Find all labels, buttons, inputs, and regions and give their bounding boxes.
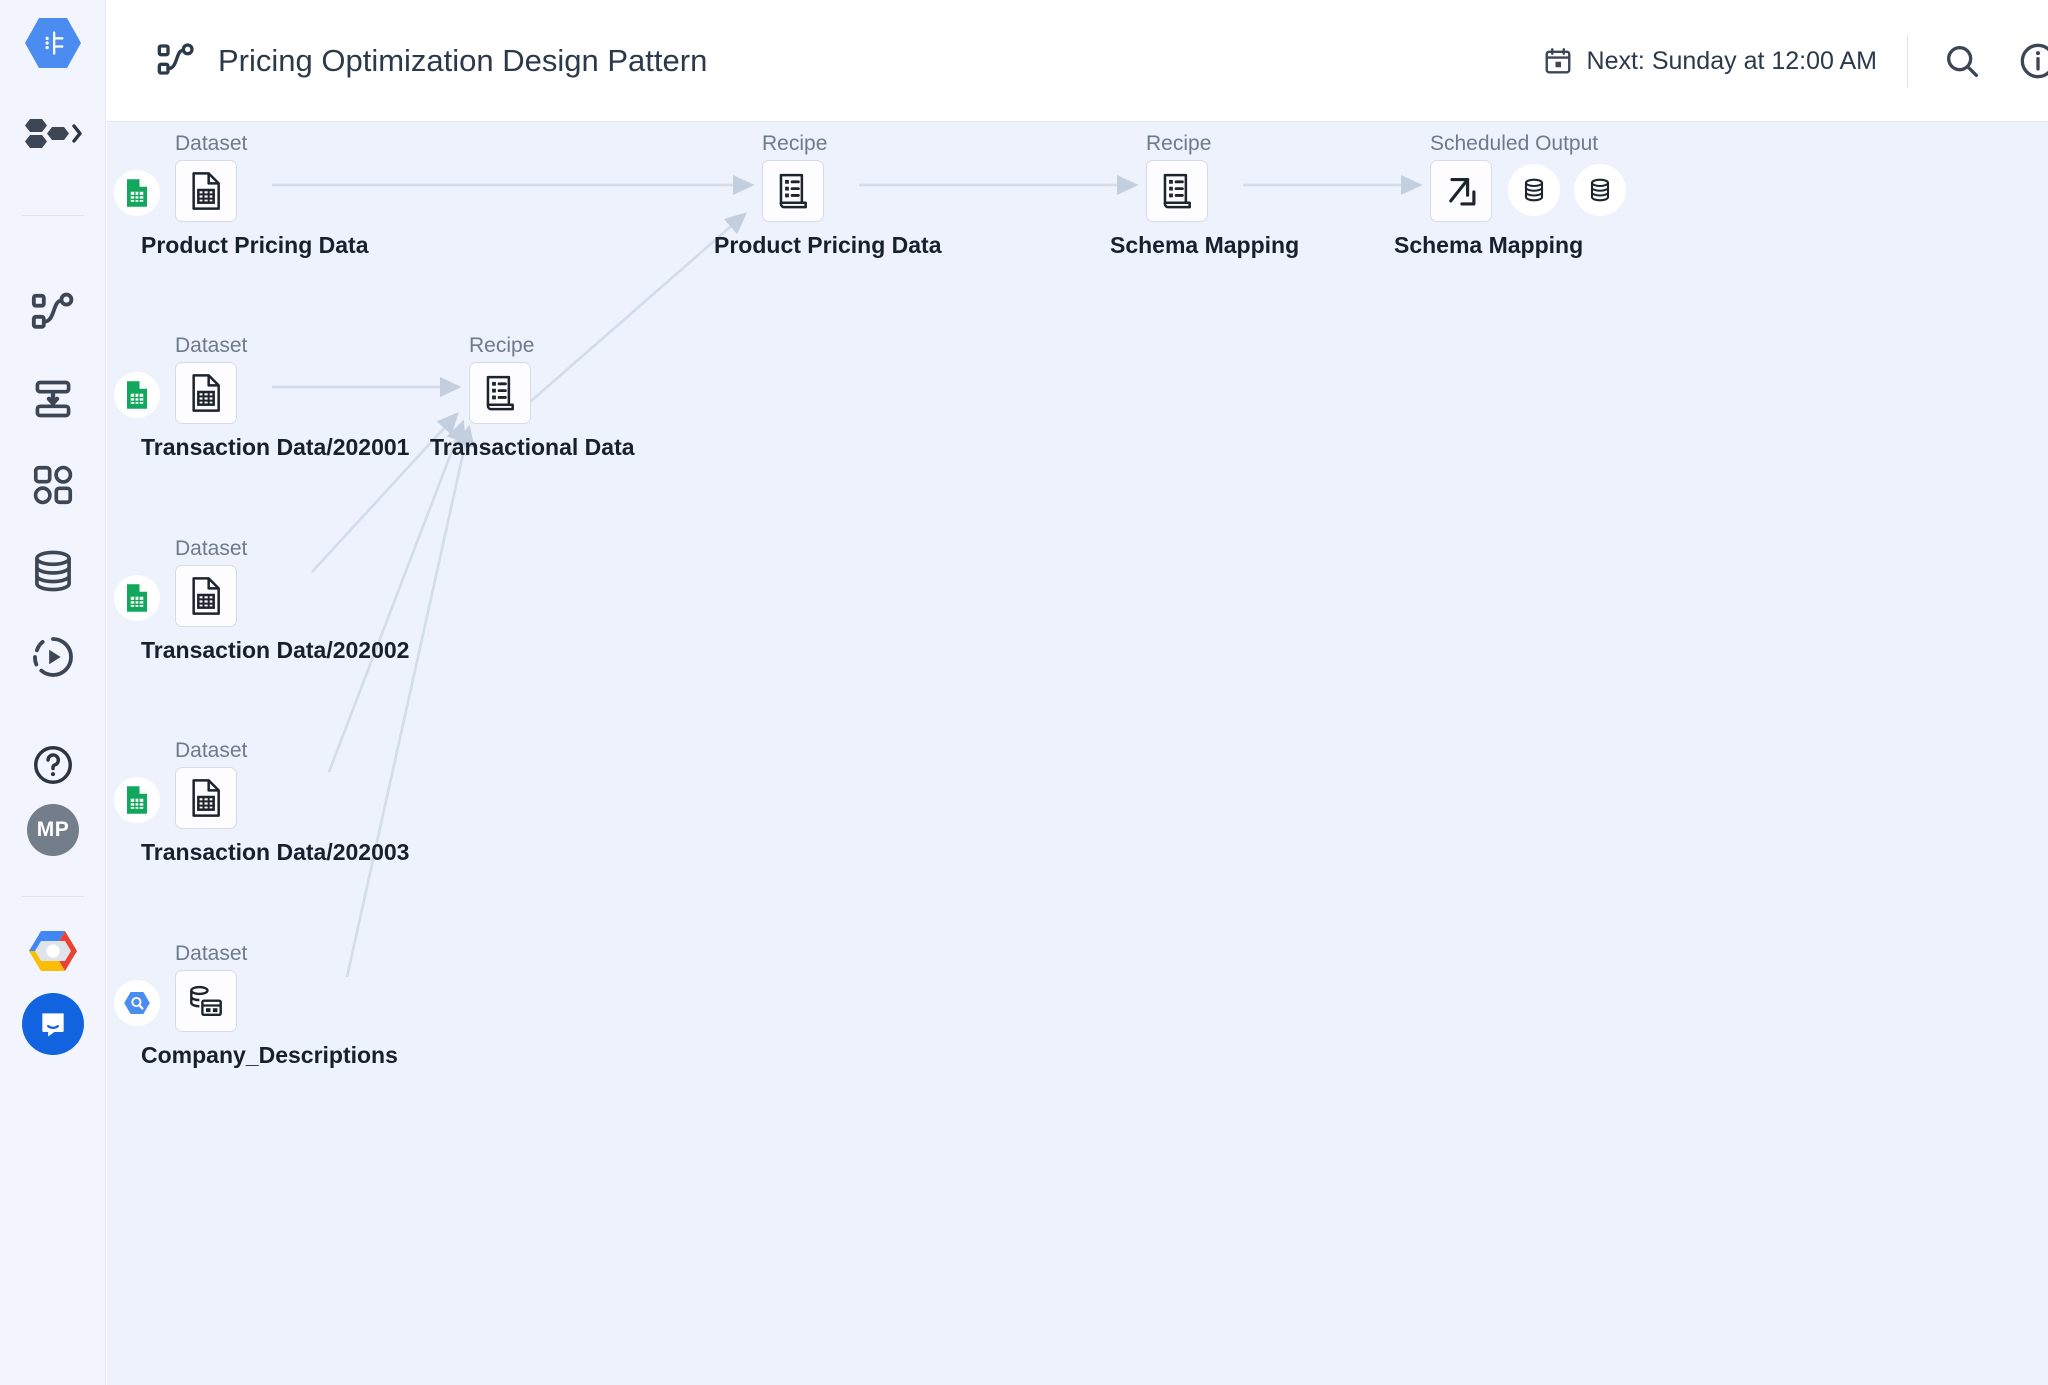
node-kind-label: Scheduled Output: [1430, 132, 1599, 155]
header-separator: [1907, 35, 1908, 87]
left-sidebar: MP: [0, 0, 106, 1385]
dataset-node-box[interactable]: [175, 160, 237, 222]
avatar: MP: [27, 804, 79, 856]
grid-shapes-icon: [33, 465, 73, 505]
sidebar-divider-bottom: [22, 896, 84, 897]
info-button[interactable]: [2014, 37, 2048, 85]
file-table-icon: [192, 172, 220, 210]
sidebar-item-help[interactable]: [0, 737, 106, 793]
recipe-node-box[interactable]: [1146, 160, 1208, 222]
node-label: Transaction Data/202001: [141, 434, 410, 460]
edge: [311, 412, 459, 573]
output-db-circle-2[interactable]: [1574, 164, 1626, 216]
green-sheet-glyph: [127, 584, 147, 612]
recipe-list-icon: [779, 173, 807, 209]
header-left: Pricing Optimization Design Pattern: [156, 41, 707, 81]
node-kind-label: Recipe: [762, 132, 828, 155]
node-kind-label: Recipe: [469, 334, 535, 357]
node-label: Product Pricing Data: [141, 232, 369, 258]
sidebar-item-datasets[interactable]: [0, 543, 106, 599]
dataiku-logo-button[interactable]: [0, 16, 106, 70]
recipe-list-icon: [486, 375, 514, 411]
search-button[interactable]: [1938, 37, 1986, 85]
node-kind-label: Recipe: [1146, 132, 1212, 155]
flow-graph-icon: [157, 42, 194, 75]
edge: [506, 212, 747, 423]
stack-arrow-icon: [35, 380, 71, 418]
dataset-node-box[interactable]: [175, 970, 237, 1032]
node-label: Transactional Data: [430, 434, 635, 460]
sidebar-item-jobs[interactable]: [0, 371, 106, 427]
green-sheet-icon: [114, 575, 160, 621]
schedule-status[interactable]: Next: Sunday at 12:00 AM: [1543, 46, 1877, 76]
green-sheet-icon: [114, 777, 160, 823]
bigquery-hex-glyph: [124, 992, 150, 1014]
sidebar-item-dashboards[interactable]: [0, 457, 106, 513]
dataset-node-box[interactable]: [175, 362, 237, 424]
avatar-button[interactable]: MP: [0, 802, 106, 858]
green-sheet-glyph: [127, 381, 147, 409]
flow-canvas[interactable]: Dataset Product Pricing Data: [107, 122, 2048, 1385]
dataiku-logo: [25, 18, 81, 68]
file-table-icon: [192, 577, 220, 615]
flow-edges: [272, 174, 1423, 978]
node-kind-label: Dataset: [175, 942, 248, 965]
node-kind-label: Dataset: [175, 334, 248, 357]
node-label: Schema Mapping: [1110, 232, 1300, 258]
file-table-icon: [192, 374, 220, 412]
node-label: Company_Descriptions: [141, 1042, 398, 1068]
node-label: Schema Mapping: [1394, 232, 1584, 258]
sidebar-item-automation[interactable]: [0, 629, 106, 685]
bigquery-table-icon: [190, 985, 222, 1016]
question-circle-icon: [34, 746, 72, 784]
dataset-node-box[interactable]: [175, 767, 237, 829]
scheduled-output-node-box[interactable]: [1430, 160, 1492, 222]
google-cloud-logo: [29, 931, 77, 971]
chat-icon: [42, 1013, 64, 1037]
top-header: Pricing Optimization Design Pattern Next…: [106, 0, 2048, 122]
output-db-circle-1[interactable]: [1508, 164, 1560, 216]
edge: [345, 424, 475, 978]
node-label: Transaction Data/202003: [141, 839, 410, 865]
intercom-chat-button[interactable]: [0, 993, 106, 1055]
node-kind-label: Dataset: [175, 132, 248, 155]
intercom-bubble: [22, 993, 84, 1055]
recipe-node-box[interactable]: [762, 160, 824, 222]
play-circle-icon: [33, 637, 73, 677]
info-icon: [2020, 43, 2048, 79]
page-title: Pricing Optimization Design Pattern: [218, 42, 708, 78]
hexagons-icon: [25, 119, 82, 148]
edge: [327, 419, 466, 773]
google-cloud-button[interactable]: [0, 925, 106, 977]
flow-graph-icon: [31, 292, 74, 329]
node-label: Product Pricing Data: [714, 232, 942, 258]
sidebar-item-flow[interactable]: [0, 285, 106, 341]
database-icon: [1590, 178, 1610, 202]
header-right: Next: Sunday at 12:00 AM: [1543, 0, 2048, 122]
arrow-out-box-icon: [1449, 178, 1476, 206]
search-icon: [1947, 46, 1978, 78]
schedule-text: Next: Sunday at 12:00 AM: [1586, 46, 1877, 75]
sidebar-divider-top: [22, 215, 84, 216]
project-switcher[interactable]: [0, 106, 106, 162]
recipe-list-icon: [1163, 173, 1191, 209]
dataset-node-box[interactable]: [175, 565, 237, 627]
node-kind-label: Dataset: [175, 537, 248, 560]
node-kind-label: Dataset: [175, 739, 248, 762]
green-sheet-icon: [114, 170, 160, 216]
green-sheet-glyph: [127, 786, 147, 814]
recipe-node-box[interactable]: [469, 362, 531, 424]
calendar-icon: [1545, 48, 1570, 74]
database-icon: [35, 550, 71, 592]
node-label: Transaction Data/202002: [141, 637, 410, 663]
database-icon: [1524, 178, 1544, 202]
bigquery-hex-icon: [114, 980, 160, 1026]
file-table-icon: [192, 779, 220, 817]
green-sheet-icon: [114, 372, 160, 418]
green-sheet-glyph: [127, 179, 147, 207]
